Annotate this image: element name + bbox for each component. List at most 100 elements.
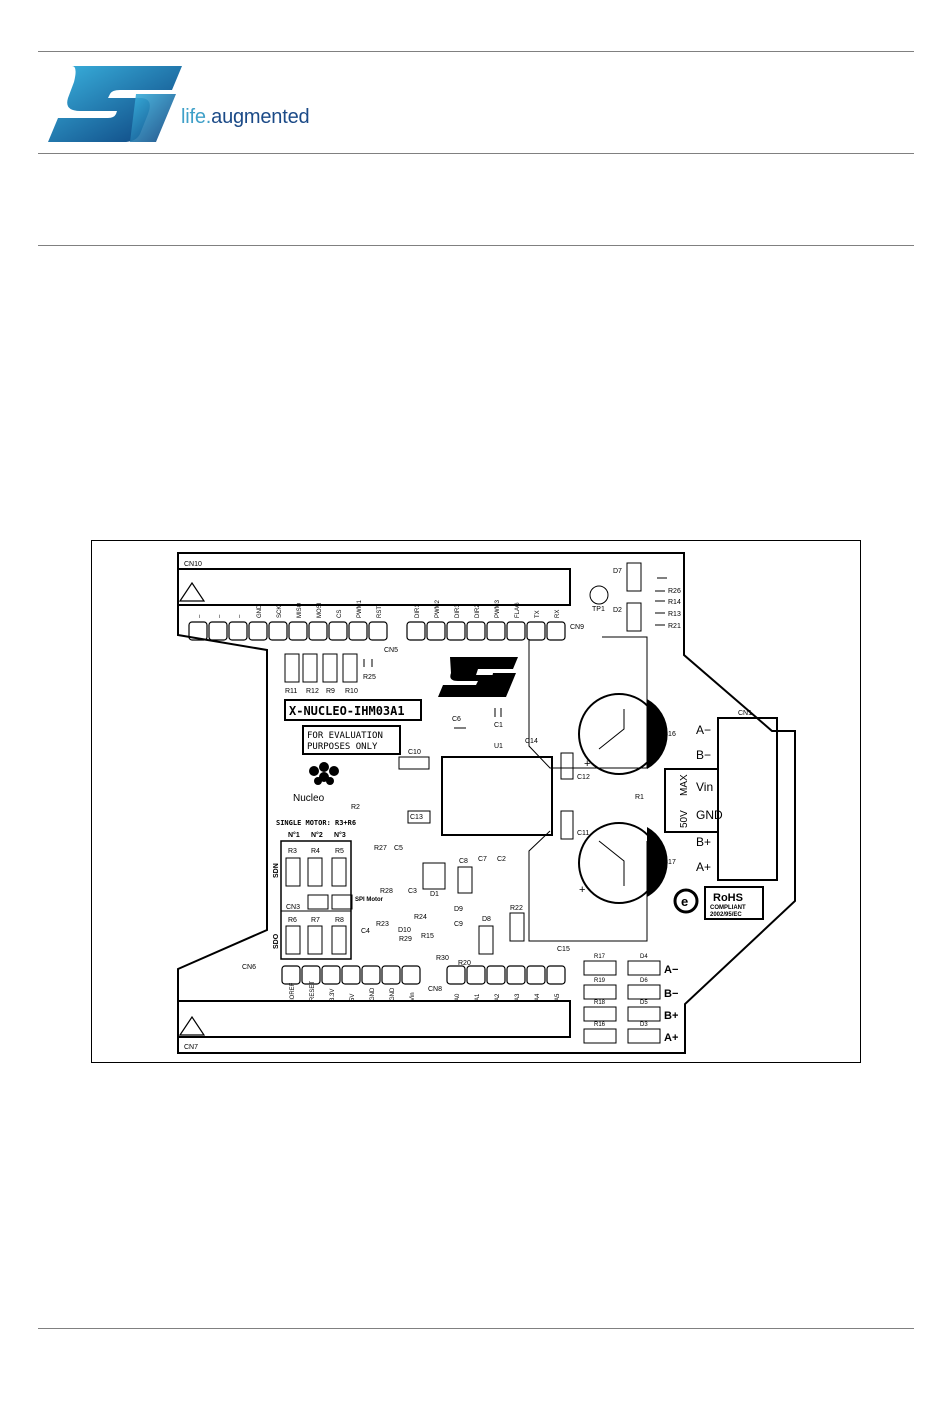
c17-label: C17 xyxy=(663,859,676,866)
r28-label: R28 xyxy=(380,888,393,895)
header-pin-label: GND xyxy=(370,987,376,1001)
header-pin-label: PWM2 xyxy=(435,599,441,618)
header-pin xyxy=(526,621,546,641)
r23-label: R23 xyxy=(376,921,389,928)
r6-label: R6 xyxy=(288,917,297,924)
output-led-label: D4 xyxy=(640,954,648,960)
c15-label: C15 xyxy=(557,946,570,953)
max-rating-50v: 50V xyxy=(679,810,690,828)
c6-label: C6 xyxy=(452,716,461,723)
section-rule xyxy=(38,245,914,246)
tagline-life: life xyxy=(181,106,206,128)
cn9-label: CN9 xyxy=(570,624,584,631)
evaluation-box xyxy=(302,725,401,755)
single-motor-label: SINGLE MOTOR: R3+R6 xyxy=(276,819,356,827)
header-pin xyxy=(248,621,268,641)
rohs-box xyxy=(704,886,764,920)
c5-label: C5 xyxy=(394,845,403,852)
r21-label: R21 xyxy=(668,623,681,630)
header-pin xyxy=(281,965,301,985)
c10-pad xyxy=(398,756,430,770)
cn1-pin-label: A− xyxy=(696,723,711,737)
r30-label: R30 xyxy=(436,955,449,962)
header-bottom-rule xyxy=(38,153,914,154)
header-pin-label: MOSI xyxy=(317,602,323,618)
output-led-pad xyxy=(627,1028,661,1044)
header-pin xyxy=(361,965,381,985)
c4-label: C4 xyxy=(361,928,370,935)
header-pin-label: 5V xyxy=(350,994,356,1001)
header-pin-label: 3.3V xyxy=(330,989,336,1001)
r10-label: R10 xyxy=(345,688,358,695)
svg-text:+: + xyxy=(584,758,590,770)
header-pin xyxy=(268,621,288,641)
d8-pad xyxy=(478,925,494,955)
header-pin-label: RESET xyxy=(310,981,316,1001)
tagline-dot: . xyxy=(205,106,212,128)
header-pin xyxy=(321,965,341,985)
c1-label: C1 xyxy=(494,722,503,729)
r4-label: R4 xyxy=(311,848,320,855)
c13-label: C13 xyxy=(410,814,423,821)
output-resistor-label: R16 xyxy=(594,1022,606,1028)
r11-label: R11 xyxy=(285,688,297,695)
r12-pad xyxy=(302,653,318,683)
r4-pad xyxy=(307,857,323,887)
header-pin xyxy=(506,621,526,641)
r27-label: R27 xyxy=(374,845,387,852)
header-pin xyxy=(526,965,546,985)
cn7-connector xyxy=(177,1000,571,1038)
r29-label: R29 xyxy=(399,936,412,943)
header-pin xyxy=(406,621,426,641)
r24-label: R24 xyxy=(414,914,427,921)
u1-driver-ic xyxy=(441,756,553,836)
header-pin-label: DIR3 xyxy=(455,604,461,618)
header-pin-label: MISO xyxy=(297,602,303,618)
output-resistor-label: R17 xyxy=(594,954,606,960)
c14-label: C14 xyxy=(525,738,538,745)
r9-label: R9 xyxy=(326,688,335,695)
header-pin-label: RST xyxy=(377,606,383,618)
header-pin xyxy=(466,965,486,985)
header-pin xyxy=(228,621,248,641)
r22-pad xyxy=(509,912,525,942)
r20-label: R20 xyxy=(458,960,471,967)
cn3-jumper-a xyxy=(307,894,329,910)
header-pin xyxy=(466,621,486,641)
r26-label: R26 xyxy=(668,588,681,595)
c12-pad xyxy=(560,752,574,780)
evaluation-line1: FOR EVALUATION xyxy=(307,731,383,741)
header-pin-label: A1 xyxy=(475,993,481,1001)
d1-pad xyxy=(422,862,446,890)
header-pin-label: PWM1 xyxy=(357,599,363,618)
r7-label: R7 xyxy=(311,917,320,924)
header-pin-label: RX xyxy=(555,610,561,618)
header-pin xyxy=(446,621,466,641)
board-title: X-NUCLEO-IHM03A1 xyxy=(289,704,405,718)
output-resistor-label: R19 xyxy=(594,978,606,984)
header-pin xyxy=(308,621,328,641)
r14-label: R14 xyxy=(668,599,681,606)
tagline: life.augmented xyxy=(181,106,310,129)
output-terminal-label: B− xyxy=(664,988,678,1000)
d1-label: D1 xyxy=(430,891,439,898)
nucleo-logo xyxy=(309,762,339,785)
r7-pad xyxy=(307,925,323,955)
output-resistor-pad xyxy=(583,1028,617,1044)
c16-label: C16 xyxy=(663,731,676,738)
max-rating-max: MAX xyxy=(679,774,690,796)
sdo-label: SDO xyxy=(273,933,280,949)
header-pin-label: – xyxy=(197,614,203,618)
r8-pad xyxy=(331,925,347,955)
cn1-label: CN1 xyxy=(738,710,752,717)
cn6-label: CN6 xyxy=(242,964,256,971)
st-logo-mark xyxy=(48,66,182,142)
header-pin-label: A3 xyxy=(515,993,521,1001)
header-pin xyxy=(188,621,208,641)
r11-pad xyxy=(284,653,300,683)
header-pin xyxy=(301,965,321,985)
